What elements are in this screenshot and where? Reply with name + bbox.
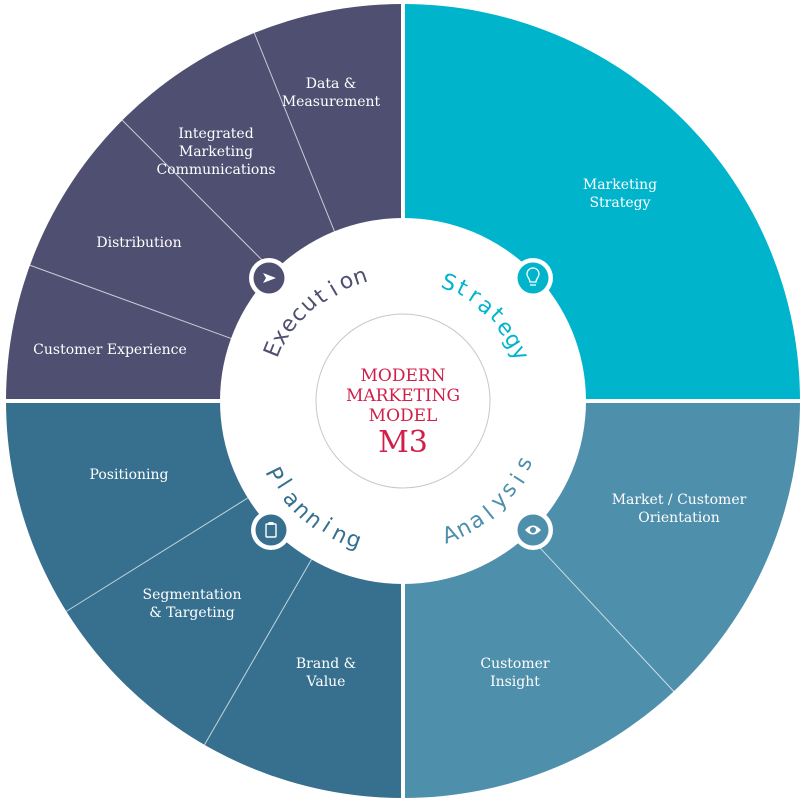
labels-layer: Customer Experience Distribution Integrate… xyxy=(33,76,746,690)
center-title: MODERN MARKETING MODEL M3 xyxy=(346,366,460,460)
segment-label: Brand & Value xyxy=(296,656,356,690)
segment-label-line: Customer xyxy=(480,656,550,672)
lightbulb-icon xyxy=(513,258,553,298)
segment-label-line: Market / Customer xyxy=(612,492,747,508)
segment-label-line: Data & xyxy=(306,76,356,92)
segment-label-line: & Targeting xyxy=(149,605,235,621)
segment-label-line: Segmentation xyxy=(143,587,242,603)
center-line-3: MODEL xyxy=(369,406,438,426)
center-code: M3 xyxy=(378,425,428,460)
segment-label-line: Brand & xyxy=(296,656,356,672)
segment-label-line: Customer Experience xyxy=(33,342,187,358)
eye-icon xyxy=(513,510,553,550)
segment-label: Distribution xyxy=(96,235,181,251)
center-line-1: MODERN xyxy=(360,366,445,386)
segment-label-line: Orientation xyxy=(638,510,719,526)
segment-label-line: Distribution xyxy=(96,235,181,251)
segment-label-line: Insight xyxy=(490,674,540,690)
segment-label-line: Positioning xyxy=(90,467,169,483)
center-ring xyxy=(315,313,491,489)
segment-label: Segmentation & Targeting xyxy=(143,587,242,621)
segment-label-line: Marketing xyxy=(583,177,657,193)
segment-divider xyxy=(204,559,312,746)
segment-label-line: Communications xyxy=(156,162,275,178)
segment-label-line: Measurement xyxy=(282,94,381,110)
segment-divider xyxy=(121,119,274,272)
segment-label: Data & Measurement xyxy=(282,76,381,110)
segment-divider xyxy=(527,534,675,692)
arrow-cursor-icon xyxy=(249,258,289,298)
clipboard-icon xyxy=(251,510,291,550)
segment-divider xyxy=(29,264,232,339)
dividers-layer xyxy=(4,2,801,800)
inner-white-disc xyxy=(220,218,586,584)
segment-label-line: Strategy xyxy=(589,195,650,211)
segment-label-line: Marketing xyxy=(179,144,253,160)
segment-label: Positioning xyxy=(90,467,169,483)
segment-label-line: Integrated xyxy=(178,126,253,142)
segment-divider xyxy=(253,32,335,232)
segment-divider xyxy=(66,497,249,612)
segment-label: Customer Experience xyxy=(33,342,187,358)
center-line-2: MARKETING xyxy=(346,386,460,406)
segment-label-line: Value xyxy=(306,674,346,690)
icons-layer xyxy=(249,258,553,550)
